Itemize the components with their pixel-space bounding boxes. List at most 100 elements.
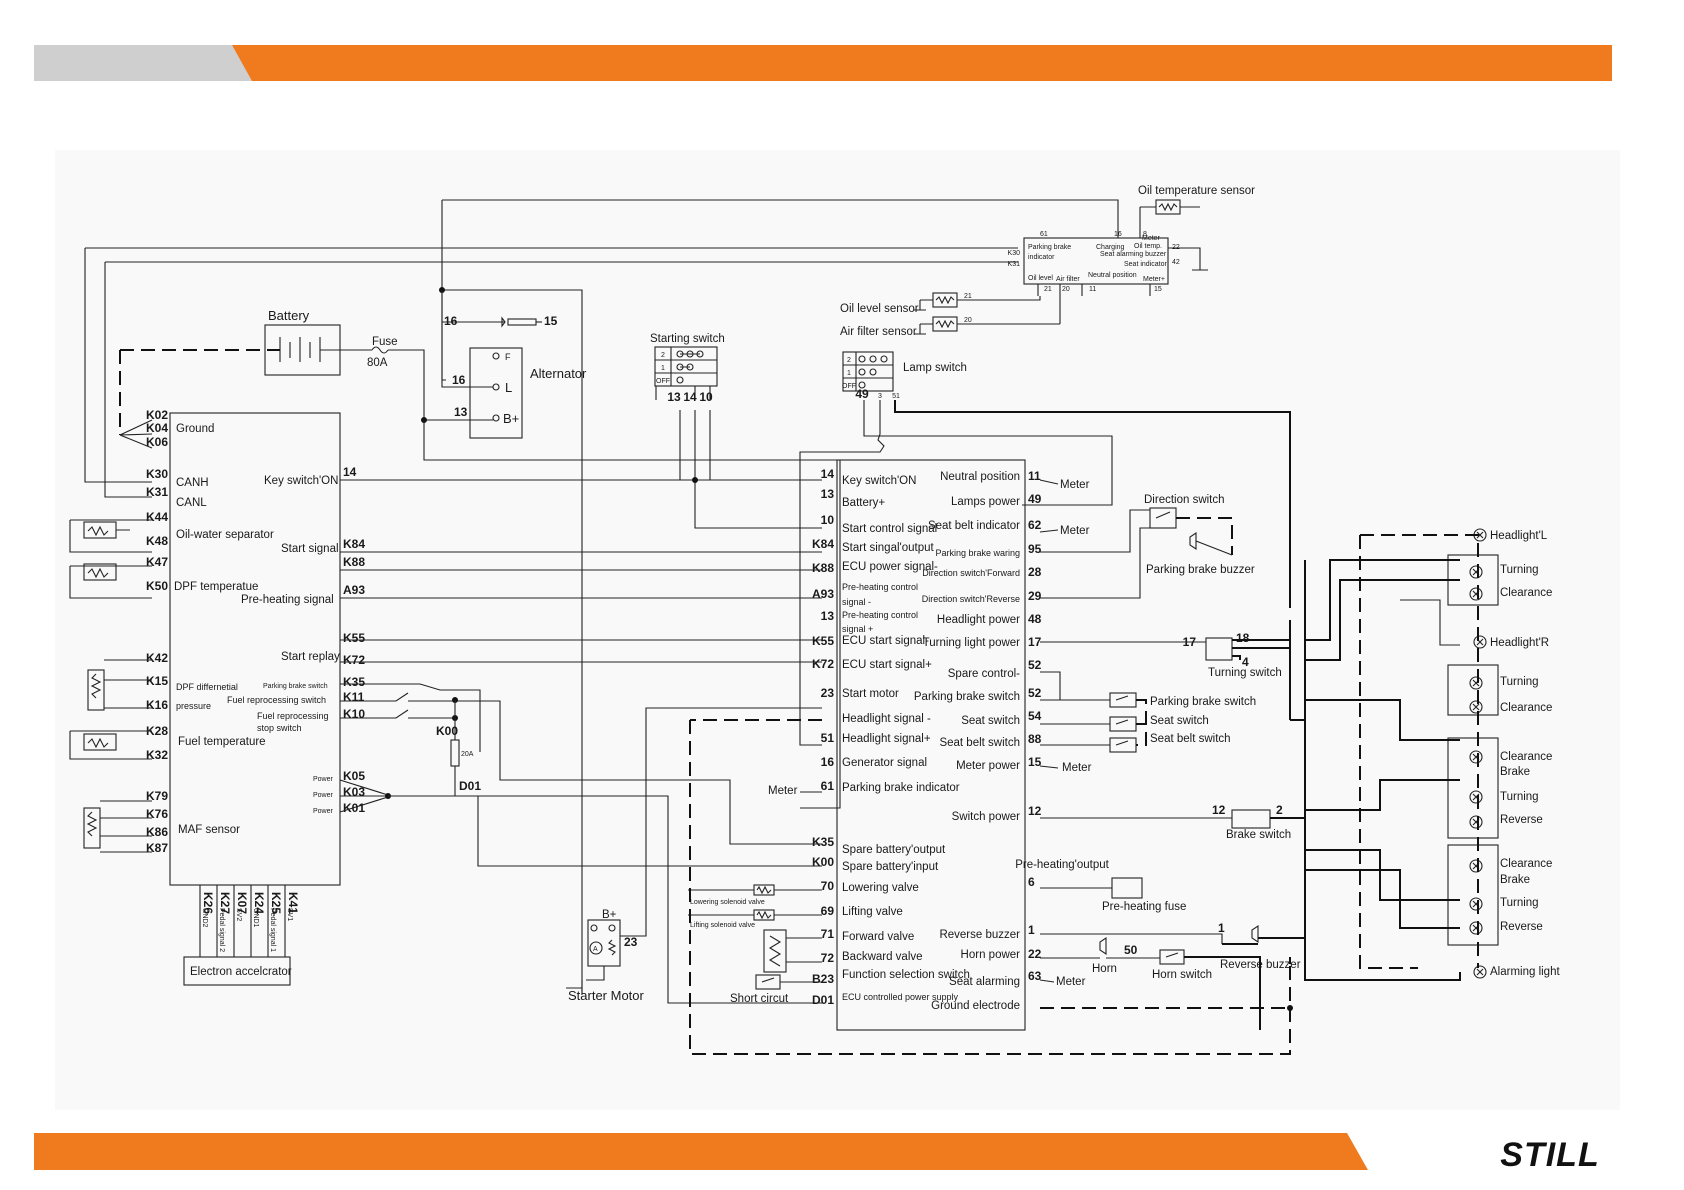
k00-label: K00 [436,724,458,738]
lamp-icon [1469,565,1483,579]
turning-switch-pin: 17 [1183,635,1197,649]
controller-left-pin: K35 [812,835,834,849]
reverse-buzzer-icon [1251,924,1259,944]
controller-left-label: signal - [842,597,871,607]
controller-left-label: Pre-heating control [842,610,918,620]
header-gray-band [34,45,255,81]
controller-left-label: ECU controlled power supply [842,992,959,1002]
mu-seat-alarm: Seat alarming buzzer [1100,251,1167,258]
meter-unit-pin: 16 [1114,231,1122,238]
meter-unit-pin: 20 [1062,286,1070,293]
ecu-right-pin: 14 [343,465,357,479]
starting-switch-row: 1 [661,365,665,372]
controller-right-label: Lamps power [951,496,1020,508]
lamp-icon [1469,700,1483,714]
ecu-left-pin: K50 [146,579,168,593]
mu-meter-minus: Meter- [1142,235,1163,242]
mu-air-filter: Air filter [1056,276,1080,283]
lamp-icon [1473,635,1487,649]
controller-right-label: Meter power [956,760,1020,772]
ecu-left-pin: K16 [146,698,168,712]
ecu-fuel-stop2: stop switch [257,723,302,733]
controller-right-label: Seat switch [961,715,1020,727]
controller-right-pin: 62 [1028,518,1042,532]
controller-right-label: Horn power [961,949,1021,961]
ecu-left-pin: K28 [146,724,168,738]
battery-title: Battery [268,308,310,323]
controller-right-pin: 12 [1028,804,1042,818]
accelerator-box [183,956,291,986]
mu-oil-temp: Oil temp. [1134,243,1162,250]
controller-left-label: Lowering valve [842,882,919,894]
turning-label-2: Turning [1500,676,1539,688]
controller-left-label: Start singal'output [842,542,935,554]
ecu-left-pin: K04 [146,421,168,435]
starting-switch-pin: 10 [699,390,713,404]
seat-belt-switch-label: Seat belt switch [1150,733,1231,745]
controller-left-pin: 71 [821,927,835,941]
ecu-right-pin: K55 [343,631,365,645]
alt-pin-16b: 16 [452,373,466,387]
dpf-temp-sensor [83,563,117,581]
controller-left-label: Start control signal [842,523,937,535]
meter-unit-pin: 21 [1044,286,1052,293]
controller-left-pin: 51 [821,731,835,745]
air-filter-sensor-title: Air filter sensor [840,326,917,338]
mu-seat-indicator: Seat indicator [1124,261,1167,268]
starting-switch-row: OFF [656,378,670,385]
mu-indicator: indicator [1028,254,1055,261]
lamp-switch-title: Lamp switch [903,362,967,374]
oil-temp-sensor-title: Oil temperature sensor [1138,185,1255,197]
oil-level-sensor-title: Oil level sensor [840,303,919,315]
alt-pin-15: 15 [544,314,558,328]
turning-switch-pin: 18 [1236,631,1250,645]
lamp-icon [1473,965,1487,979]
ecu-left-pin: K02 [146,408,168,422]
mu-parking-brake: Parking brake [1028,244,1071,251]
starter-a: A [593,946,598,953]
controller-right-label: Neutral position [940,471,1020,483]
controller-right-pin: 11 [1028,469,1041,483]
controller-right-pin: 6 [1028,875,1035,889]
controller-left-pin: K84 [812,537,834,551]
lamp-icon [1469,897,1483,911]
still-logo: STILL [1500,1136,1599,1174]
ecu-bottom-pin: K41 [286,892,300,914]
controller-left-pin: 14 [821,467,835,481]
ecu-canh: CANH [176,477,209,489]
ecu-bottom-pin: K07 [235,892,249,914]
controller-left-label: Generator signal [842,757,927,769]
ecu-bottom-label: Pedal signal 1 [269,908,276,952]
ecu-left-pin: K86 [146,825,168,839]
controller-left-label: signal + [842,624,873,634]
controller-left-label: Spare battery'input [842,861,939,873]
controller-left-label: ECU start signal- [842,635,929,647]
meter-label-3: Meter [1062,762,1092,774]
ecu-maf: MAF sensor [178,824,240,836]
controller-right-pin: 54 [1028,709,1042,723]
controller-right-pin: 15 [1028,755,1042,769]
controller-left-label: Parking brake indicator [842,782,960,794]
controller-left-label: Lifting valve [842,906,903,918]
meter-unit-pin: 61 [1040,231,1048,238]
controller-left-label: Key switch'ON [842,475,916,487]
lamp-icon [1469,815,1483,829]
lamp-switch-pin: 3 [878,393,882,400]
ecu-bottom-label: Pedal signal 2 [218,908,225,952]
controller-left-pin: 13 [821,487,835,501]
lamp-switch-row: 1 [847,370,851,377]
controller-right-pin: 88 [1028,732,1042,746]
headlight-r-label: Headlight'R [1490,637,1549,649]
reverse-label-1: Reverse [1500,814,1543,826]
ecu-power-3: Power [313,808,334,815]
brake-switch-pin: 12 [1212,803,1226,817]
d01-label: D01 [459,779,481,793]
lamp-icon [1469,676,1483,690]
ecu-dpf-diff: DPF differnetial [176,682,238,692]
ecu-left-pin: K32 [146,748,168,762]
ecu-left-pin: K44 [146,510,168,524]
controller-right-pin: 63 [1028,969,1042,983]
footer-orange-band [34,1133,1368,1170]
oil-level-pin: 21 [964,293,972,300]
